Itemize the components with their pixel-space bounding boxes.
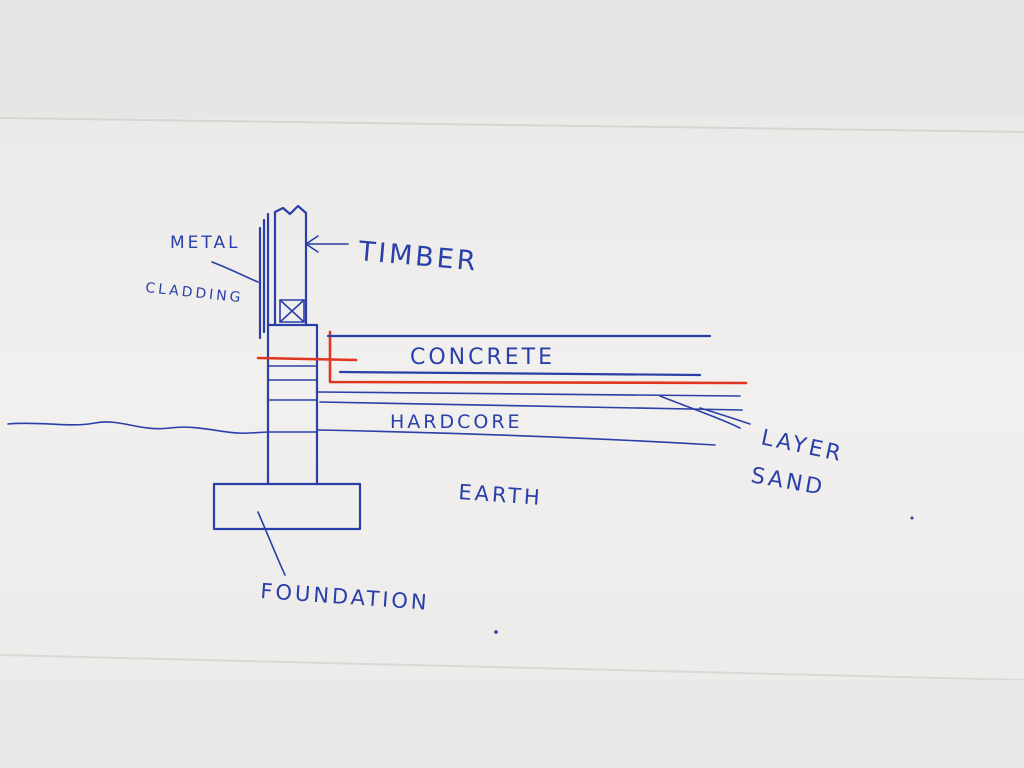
foundation-footing [212,482,362,531]
sand-label: SAND [749,463,827,501]
concrete-slab [326,334,712,377]
brick-wall [266,323,319,486]
pen-dot [494,630,498,634]
hardcore-label: HARDCORE [390,411,523,433]
sand-layers [317,391,743,411]
layer-label: LAYER [759,425,846,467]
pen-dot [910,516,914,520]
metal-cladding [258,212,270,340]
foundation-label: FOUNDATION [260,579,431,615]
red-membrane [256,330,748,385]
concrete-label: CONCRETE [410,345,555,370]
cladding-label: CLADDING [145,280,245,306]
earth-label: EARTH [458,480,544,510]
ground-line [7,421,269,435]
timber-label: TIMBER [356,236,479,277]
timber-post [273,204,308,327]
metal-label: METAL [170,233,241,253]
ground-line-right [317,429,716,446]
leader-lines [211,235,751,576]
